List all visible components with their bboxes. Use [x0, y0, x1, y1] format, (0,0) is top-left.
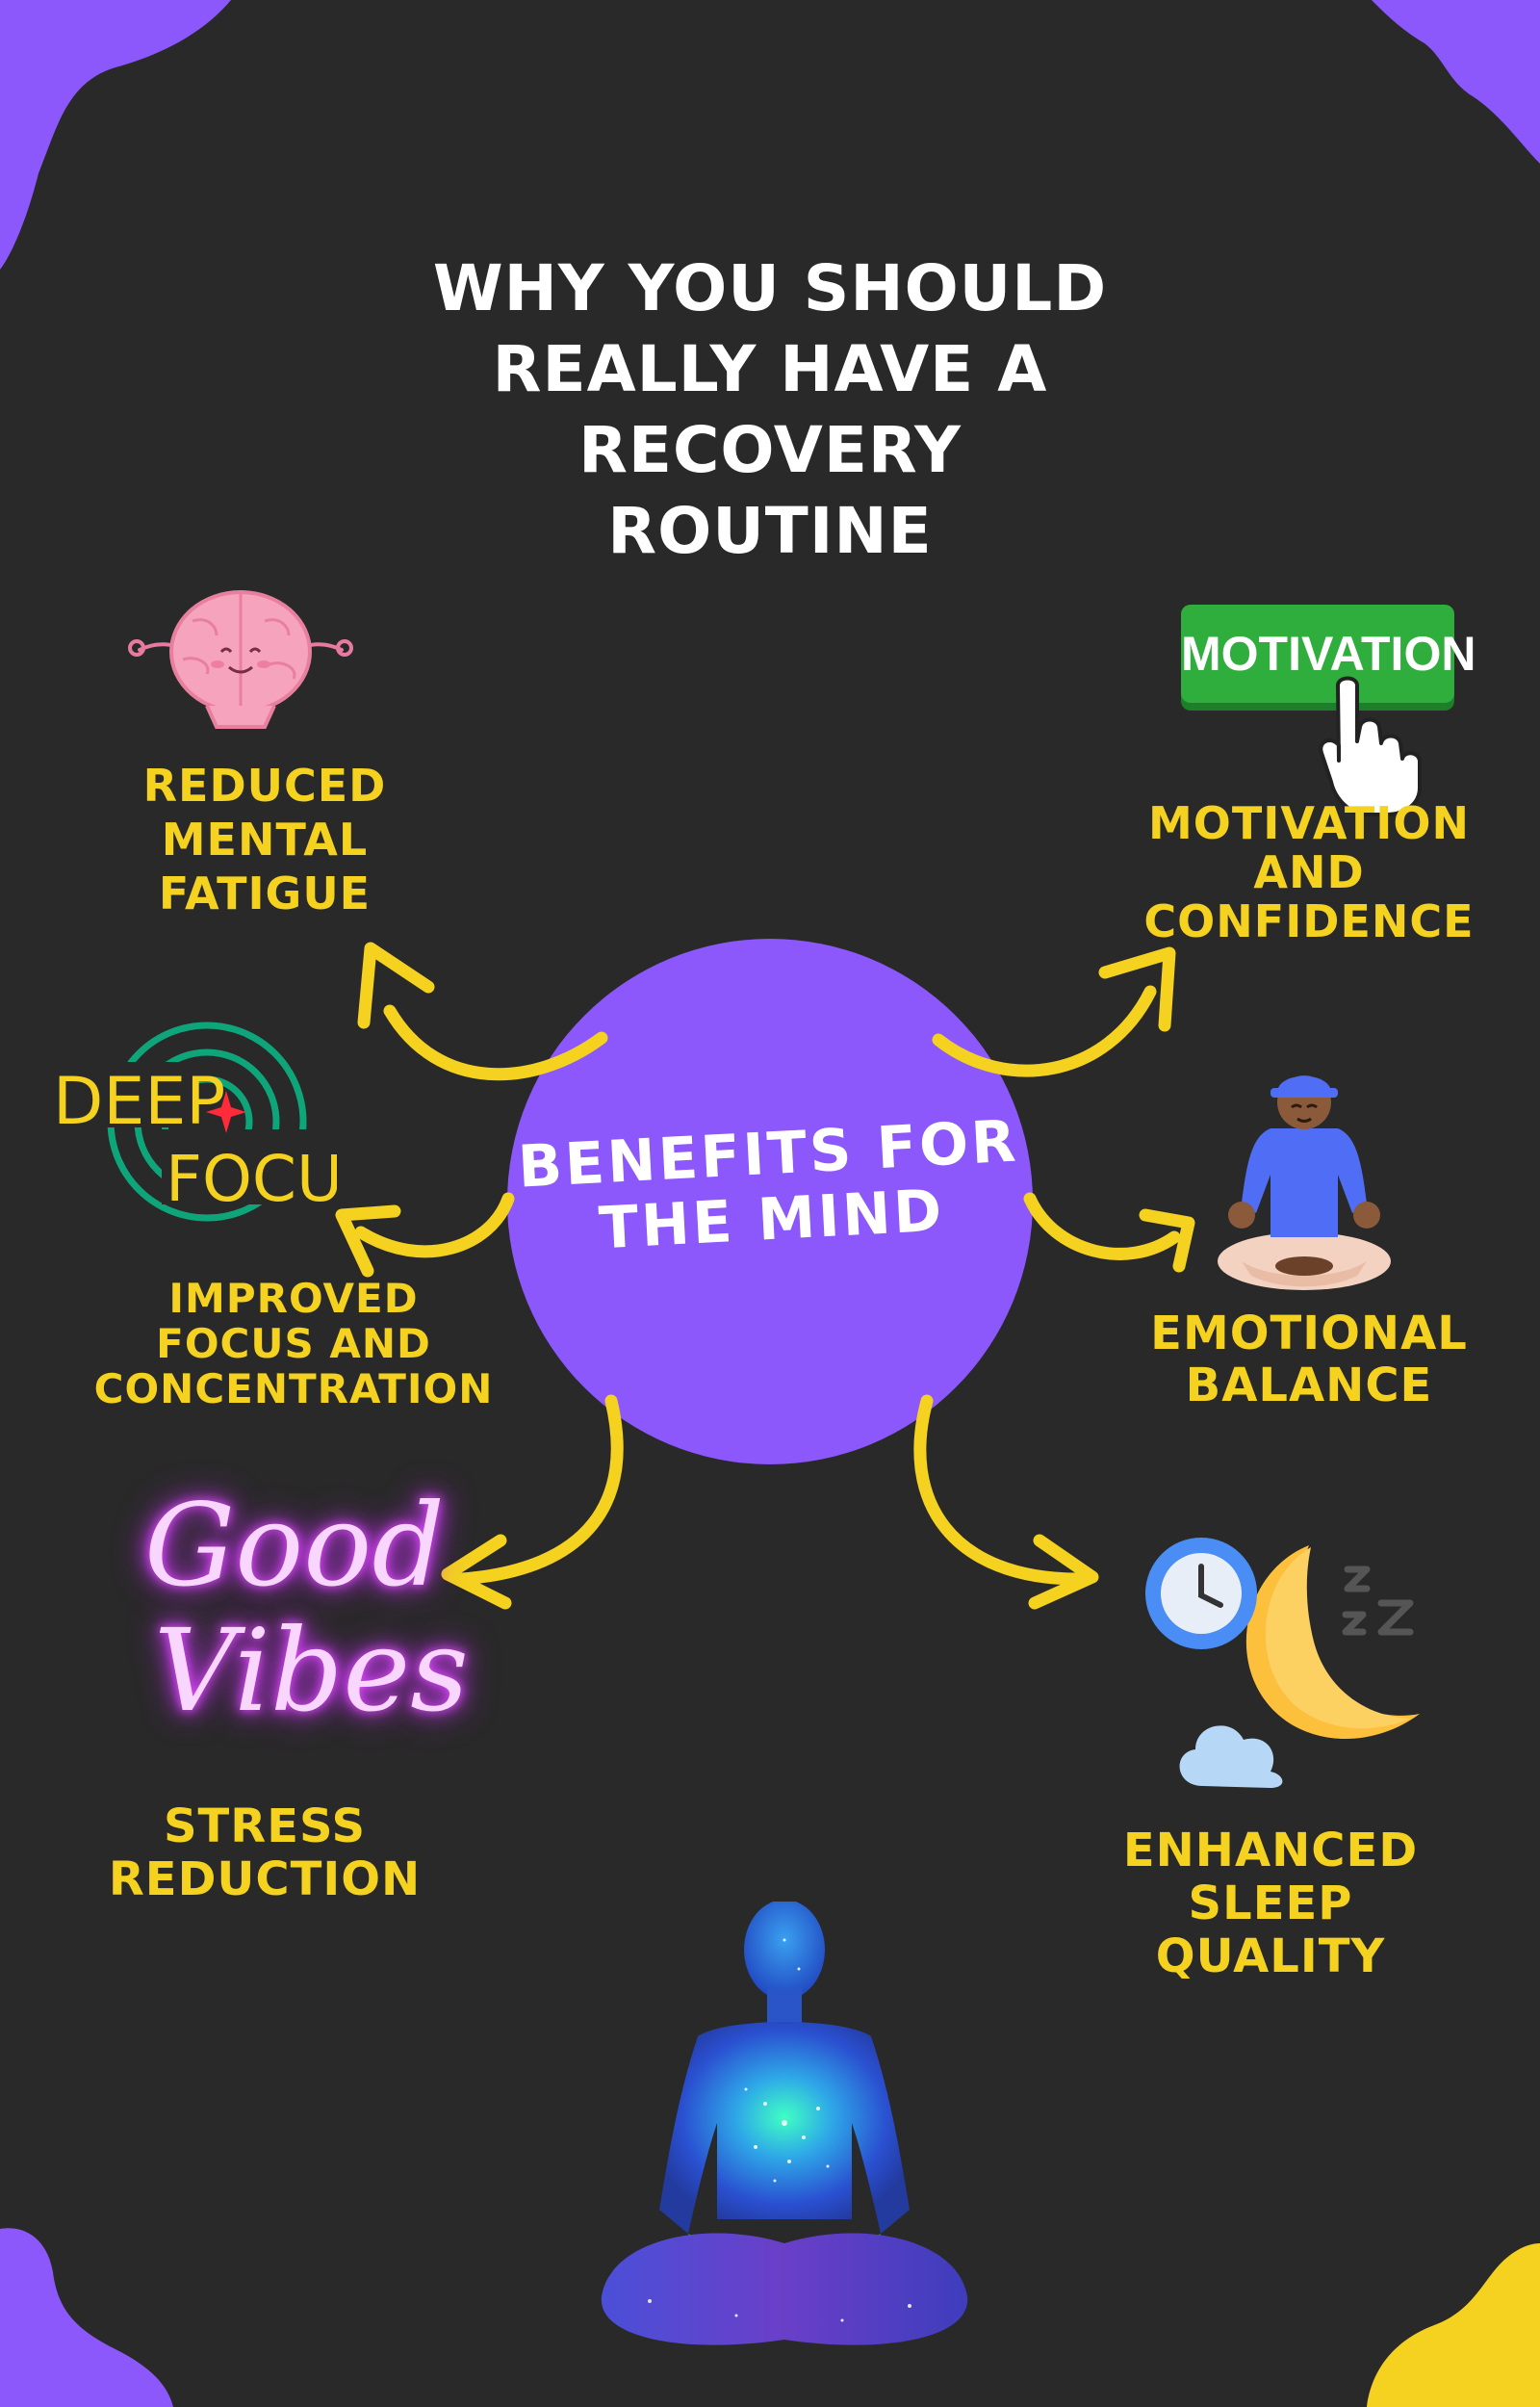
- label-line: CONFIDENCE: [1143, 895, 1475, 947]
- bottom-left-blob: [0, 2228, 173, 2407]
- label-line: EMOTIONAL: [1150, 1307, 1468, 1360]
- arrow-head-sleep: [1028, 1534, 1099, 1610]
- label-line: REDUCED: [142, 760, 387, 812]
- page-title: WHY YOU SHOULD REALLY HAVE A RECOVERY RO…: [241, 248, 1299, 572]
- deep-focus-icon: DEEP FOCUS: [48, 1022, 337, 1222]
- bottom-right-blob: [1367, 2243, 1540, 2407]
- label-line: CONCENTRATION: [93, 1365, 494, 1412]
- arrow-to-sleep: [913, 1394, 1085, 1586]
- arrow-head-motivation: [1098, 946, 1176, 1032]
- good-vibes-neon-icon: Good Vibes: [144, 1479, 469, 1737]
- center-circle: [507, 939, 1033, 1464]
- arrow-to-emotional: [1023, 1192, 1181, 1260]
- arrow-head-stress: [441, 1534, 512, 1610]
- label-line: MOTIVATION: [1148, 797, 1470, 849]
- label-line: AND: [1253, 846, 1365, 898]
- motivation-button-text: MOTIVATION: [1181, 627, 1476, 681]
- arrow-to-mental-fatigue: [383, 1004, 608, 1081]
- title-line: ROUTINE: [607, 494, 933, 568]
- arrow-to-stress: [455, 1394, 624, 1586]
- label-line: BALANCE: [1185, 1359, 1433, 1412]
- top-left-blob: [0, 0, 231, 270]
- pointer-hand-icon: [1319, 676, 1422, 816]
- benefit-label-stress: STRESS REDUCTION: [38, 1800, 491, 1906]
- neon-text-vibes: Vibes: [154, 1604, 469, 1737]
- arrow-to-focus: [354, 1192, 515, 1258]
- label-line: IMPROVED: [168, 1275, 419, 1322]
- label-line: MENTAL: [161, 814, 369, 866]
- benefit-label-mental-fatigue: REDUCED MENTAL FATIGUE: [58, 759, 472, 920]
- title-line: REALLY HAVE A: [492, 332, 1048, 406]
- label-line: SLEEP: [1188, 1876, 1353, 1930]
- deep-focus-text-deep: DEEP: [53, 1064, 225, 1140]
- label-line: QUALITY: [1155, 1929, 1386, 1983]
- arrow-to-motivation: [932, 985, 1157, 1077]
- arrow-head-focus: [335, 1204, 401, 1278]
- benefit-label-focus: IMPROVED FOCUS AND CONCENTRATION: [29, 1276, 558, 1411]
- arrow-head-mental-fatigue: [357, 942, 435, 1029]
- deep-focus-text-focus: FOCUS: [166, 1142, 337, 1216]
- top-right-blob: [1372, 0, 1540, 164]
- cosmic-meditation-figure: [601, 1902, 968, 2345]
- meditating-person-icon: [1218, 1075, 1391, 1290]
- label-line: REDUCTION: [108, 1852, 422, 1906]
- benefit-label-sleep: ENHANCED SLEEP QUALITY: [1054, 1825, 1487, 1983]
- benefit-label-motivation: MOTIVATION AND CONFIDENCE: [1097, 799, 1521, 946]
- title-line: WHY YOU SHOULD: [432, 251, 1108, 325]
- arrow-head-emotional: [1139, 1208, 1195, 1273]
- benefit-label-emotional: EMOTIONAL BALANCE: [1097, 1307, 1521, 1411]
- neon-text-good: Good: [144, 1479, 445, 1612]
- label-line: FATIGUE: [158, 867, 372, 919]
- label-line: FOCUS AND: [156, 1320, 431, 1367]
- brain-icon: [128, 590, 353, 729]
- label-line: STRESS: [163, 1799, 367, 1853]
- moon-clock-icon: [1145, 1538, 1420, 1788]
- title-line: RECOVERY: [578, 413, 962, 487]
- sparkle-icon: [206, 1091, 246, 1133]
- motivation-button-icon: MOTIVATION: [1181, 605, 1476, 703]
- label-line: ENHANCED: [1122, 1824, 1419, 1877]
